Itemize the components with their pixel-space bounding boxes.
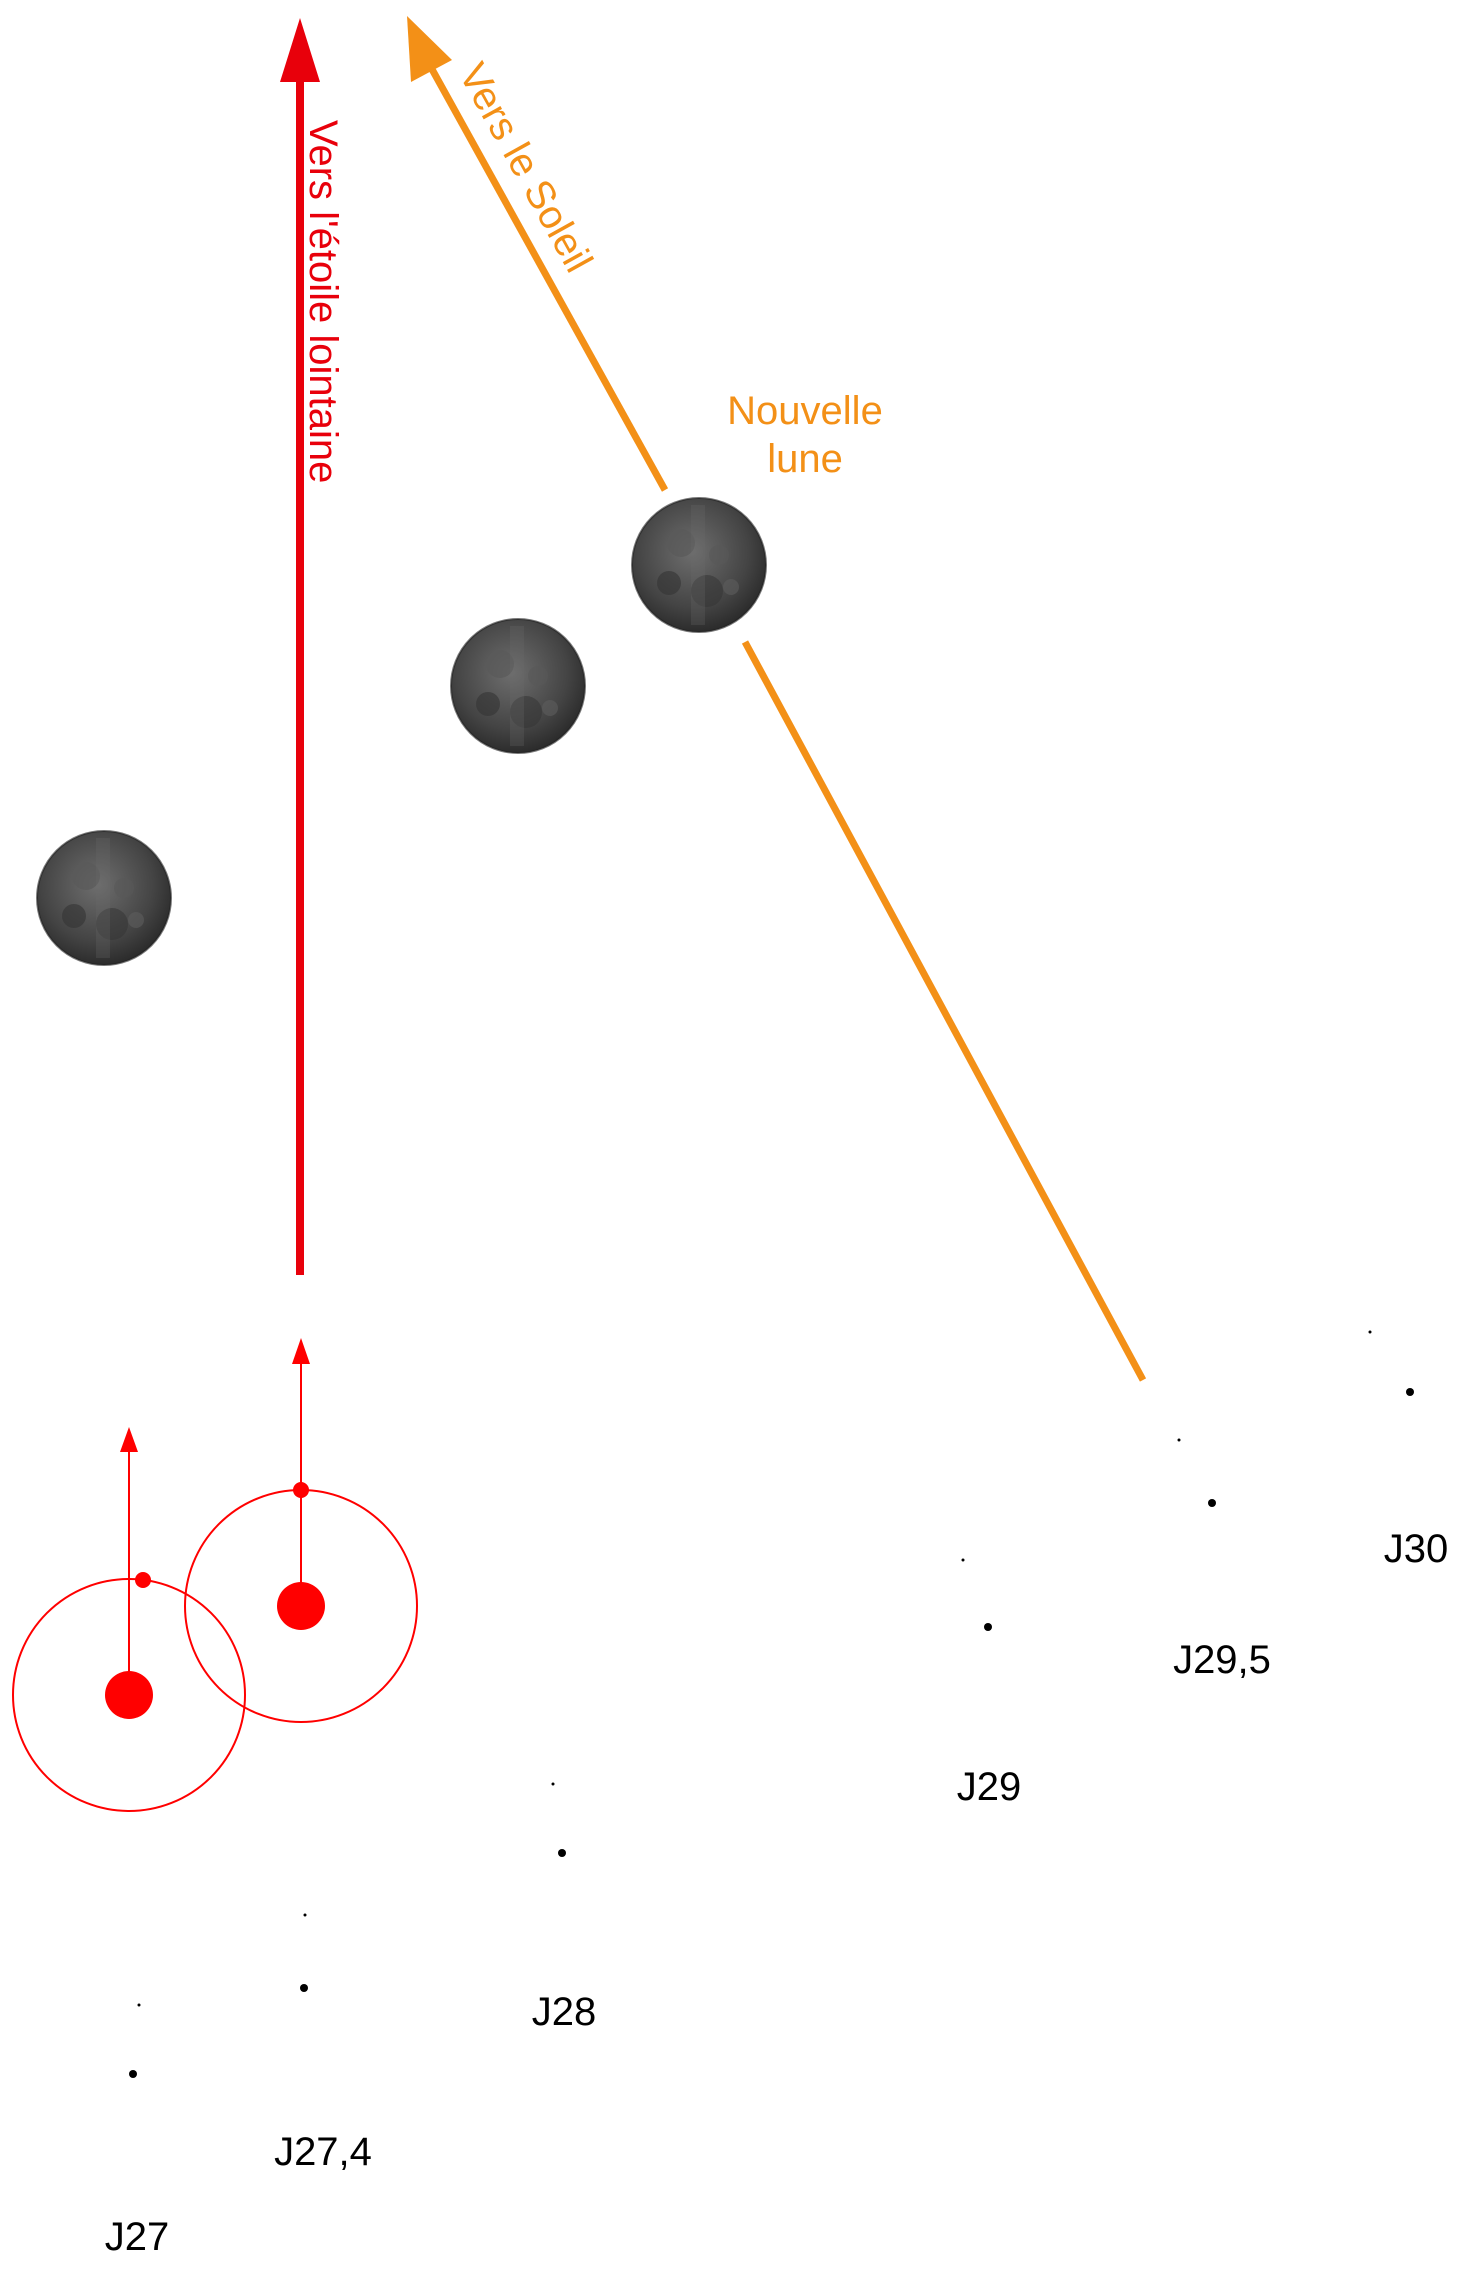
day-marker-j27-4: J27,4 [274, 1913, 372, 2174]
moon-icon [450, 618, 586, 754]
earth-point [1208, 1499, 1216, 1507]
day-label: J27 [105, 2215, 170, 2259]
sun-direction-arrow [407, 16, 1147, 1382]
day-marker-j29-5: J29,5 [1173, 1438, 1271, 1682]
day-marker-j27: J27 [105, 2003, 170, 2259]
local-arrowhead-icon [120, 1427, 138, 1452]
day-label: J30 [1384, 1527, 1449, 1571]
earth-point [984, 1623, 992, 1631]
moon-point [137, 2003, 141, 2007]
star-direction-label: Vers l'étoile lointaine [301, 120, 345, 483]
moon-point [961, 1558, 965, 1562]
sun-direction-line-lower [741, 640, 1147, 1382]
moon-point [551, 1782, 555, 1786]
sun-direction-line-upper [424, 60, 669, 492]
day-label: J29 [957, 1765, 1022, 1809]
earth-point [300, 1984, 308, 1992]
day-label: J28 [532, 1990, 597, 2034]
day-marker-j29: J29 [957, 1558, 1022, 1809]
day-marker-j30: J30 [1368, 1330, 1449, 1571]
moon-icon [631, 497, 767, 633]
sun-arrowhead-icon [407, 16, 452, 82]
day-label: J27,4 [274, 2130, 372, 2174]
earth-point [129, 2070, 137, 2078]
local-arrowhead-icon [292, 1338, 310, 1364]
sun-direction-label: Vers le Soleil [450, 56, 601, 280]
new-moon-label-line2: lune [767, 437, 843, 481]
star-direction-arrow [280, 18, 320, 1275]
moon-point [1177, 1438, 1181, 1442]
earth-orbit-j27-4 [184, 1338, 418, 1723]
star-arrowhead-icon [280, 18, 320, 82]
moon-position-dot [135, 1572, 151, 1588]
moon-icon [36, 830, 172, 966]
day-marker-j28: J28 [532, 1782, 597, 2034]
earth-point [1406, 1388, 1414, 1396]
day-label: J29,5 [1173, 1638, 1271, 1682]
earth-orbit-j27 [12, 1427, 246, 1812]
moon-point [303, 1913, 307, 1917]
moon-point [1368, 1330, 1372, 1334]
earth-point [558, 1849, 566, 1857]
new-moon-label-line1: Nouvelle [727, 389, 883, 433]
